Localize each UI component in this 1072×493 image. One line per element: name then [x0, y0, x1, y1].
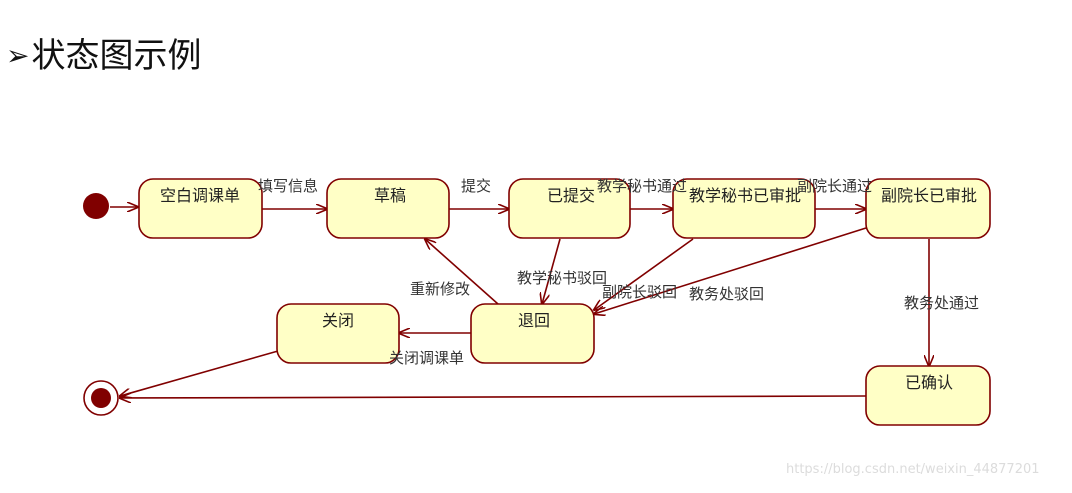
slide-title-text: 状态图示例: [31, 36, 202, 76]
state-closed: 关闭: [276, 303, 400, 364]
slide-title: ➢状态图示例: [6, 33, 201, 79]
label-fill-info: 填写信息: [258, 177, 318, 195]
edge-closed-to-final: [120, 350, 279, 396]
state-returned-label: 退回: [518, 311, 550, 330]
state-closed-label: 关闭: [322, 311, 354, 330]
label-vice-dean-reject: 副院长驳回: [602, 283, 677, 301]
label-revise: 重新修改: [410, 280, 470, 298]
state-blank: 空白调课单: [138, 178, 263, 239]
edge-confirmed-to-final: [120, 396, 867, 398]
state-draft: 草稿: [326, 178, 450, 239]
state-secretary-approved: 教学秘书已审批: [672, 178, 816, 239]
state-returned: 退回: [470, 303, 595, 364]
initial-state-node: [83, 193, 109, 219]
arrow-bullet-icon: ➢: [6, 39, 30, 72]
state-vice-dean-approved-label: 副院长已审批: [881, 186, 977, 205]
label-vice-dean-pass: 副院长通过: [797, 177, 872, 195]
state-blank-label: 空白调课单: [160, 186, 240, 205]
final-state-node: [91, 388, 111, 408]
watermark: https://blog.csdn.net/weixin_44877201: [786, 462, 1040, 477]
state-vice-dean-approved: 副院长已审批: [865, 178, 991, 239]
transitions: [110, 207, 929, 398]
label-close-form: 关闭调课单: [389, 349, 464, 367]
transition-labels: 填写信息 提交 教学秘书通过 副院长通过 教学秘书驳回 重新修改 副院长驳回 教…: [258, 177, 979, 367]
label-academic-office-pass: 教务处通过: [904, 294, 979, 312]
label-submit: 提交: [461, 177, 491, 195]
label-secretary-reject: 教学秘书驳回: [517, 269, 607, 287]
state-confirmed: 已确认: [865, 365, 991, 426]
label-academic-office-reject: 教务处驳回: [689, 285, 764, 303]
edge-returned-to-draft: [425, 239, 499, 305]
state-submitted: 已提交: [508, 178, 631, 239]
state-submitted-label: 已提交: [547, 186, 595, 205]
state-draft-label: 草稿: [374, 186, 406, 205]
state-confirmed-label: 已确认: [905, 373, 953, 392]
edge-vice-dean-approved-to-returned: [594, 227, 867, 314]
edge-secretary-approved-to-returned: [594, 238, 694, 310]
edge-submitted-to-returned: [542, 238, 561, 304]
state-secretary-approved-label: 教学秘书已审批: [689, 186, 801, 205]
label-secretary-pass: 教学秘书通过: [597, 177, 687, 195]
